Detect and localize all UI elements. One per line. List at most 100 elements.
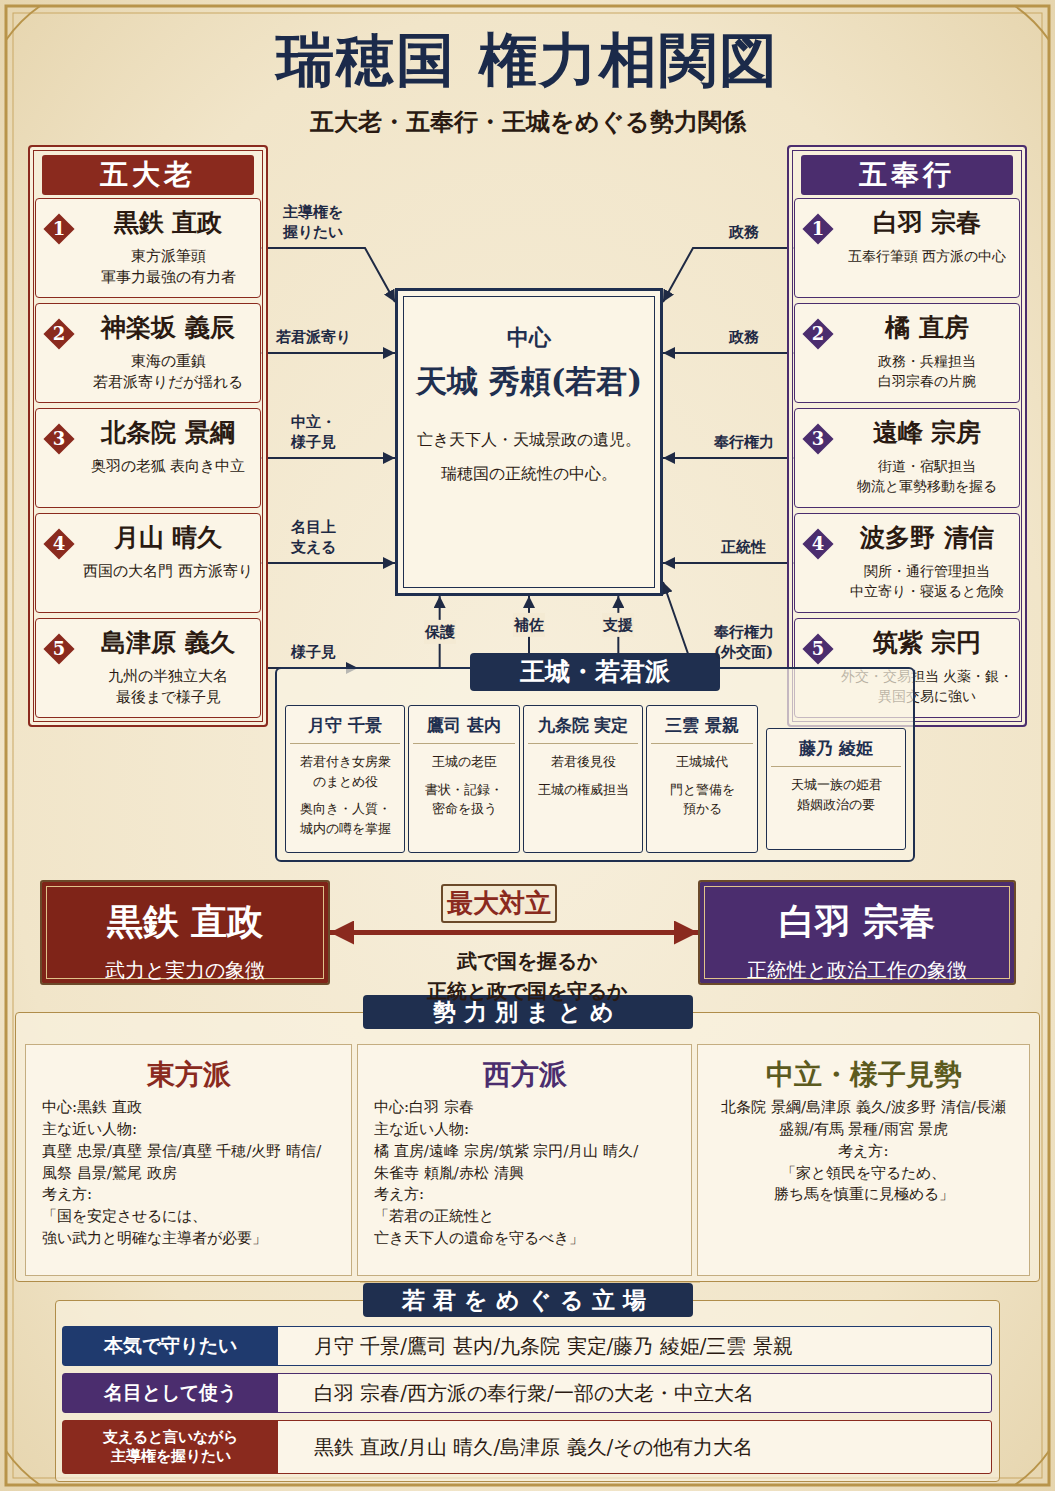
group-panel: 五奉行1白羽 宗春五奉行筆頭 西方派の中心2橘 直房政務・兵糧担当 白羽宗春の片… (787, 145, 1027, 727)
heading-text: 西方派 (374, 1057, 675, 1093)
edge-label: 奉行権力 (714, 432, 774, 452)
body-text: 王城の権威担当 (528, 780, 638, 800)
callout-number: 2 (804, 320, 832, 348)
callout-number: 3 (45, 425, 73, 453)
body-text: 波多野 清信 (839, 522, 1015, 555)
edge-label: 政務 (729, 222, 759, 242)
heading-text: 白羽 宗春 (710, 898, 1004, 947)
body-text: 橘 直房/遠峰 宗房/筑紫 宗円/月山 晴久/朱雀寺 頼胤/赤松 清興 (374, 1141, 675, 1185)
relation-arrow (261, 352, 395, 354)
relation-arrow (439, 596, 441, 667)
body-text: 街道・宿駅担当 物流と軍勢移動を握る (839, 456, 1015, 497)
body-text: 九州の半独立大名 最後まで様子見 (80, 666, 256, 708)
member-box: 1黒鉄 直政東方派筆頭 軍事力最強の有力者 (35, 198, 261, 298)
body-text: 島津原 義久 (80, 627, 256, 660)
page-title: 瑞穂国 権力相関図 (0, 22, 1055, 100)
body-text: 白羽 宗春 (839, 207, 1015, 240)
body-text: 五奉行筆頭 西方派の中心 (839, 246, 1015, 266)
heading-text: 若君をめぐる立場 (363, 1283, 693, 1317)
body-text: 「国を安定させるには、 強い武力と明確な主導者が必要」 (42, 1206, 335, 1250)
edge-label: 政務 (729, 327, 759, 347)
stance-row: 本気で守りたい月守 千景/鷹司 甚内/九条院 実定/藤乃 綾姫/三雲 景親 (62, 1326, 992, 1366)
heading-text: 東方派 (42, 1057, 335, 1093)
member-box: 藤乃 綾姫天城一族の姫君 婚姻政治の要 (766, 728, 906, 850)
inner-frame (13, 13, 1042, 1478)
faction-box: 西方派中心:白羽 宗春主な近い人物:橘 直房/遠峰 宗房/筑紫 宗円/月山 晴久… (357, 1044, 692, 1276)
member-box: 九条院 実定若君後見役王城の権威担当 (523, 705, 643, 853)
member-box: 月守 千景若君付き女房衆 のまとめ役奥向き・人質・ 城内の噂を掌握 (285, 705, 405, 853)
body-text: 若君後見役 (528, 752, 638, 772)
body-text: 政務・兵糧担当 白羽宗春の片腕 (839, 351, 1015, 392)
edge-label: 中立・ 様子見 (272, 412, 354, 453)
faction-box: 東方派中心:黒鉄 直政主な近い人物:真壁 忠景/真壁 景信/真壁 千穂/火野 晴… (25, 1044, 352, 1276)
body-text: 「家と領民を守るため、 勝ち馬を慎重に見極める」 (714, 1163, 1013, 1207)
body-text: 天城一族の姫君 婚姻政治の要 (771, 775, 901, 814)
body-text: 王城の老臣 (413, 752, 515, 772)
member-box: 2神楽坂 義辰東海の重鎮 若君派寄りだが揺れる (35, 303, 261, 403)
heading-text: 中心 (410, 323, 648, 353)
group-panel: 五大老1黒鉄 直政東方派筆頭 軍事力最強の有力者2神楽坂 義辰東海の重鎮 若君派… (28, 145, 268, 727)
body-text: 「若君の正統性と 亡き天下人の遺命を守るべき」 (374, 1206, 675, 1250)
body-text: 西国の大名門 西方派寄り (80, 561, 256, 582)
page-subtitle: 五大老・五奉行・王城をめぐる勢力関係 (0, 106, 1055, 138)
stance-row: 名目として使う白羽 宗春/西方派の奉行衆/一部の大老・中立大名 (62, 1373, 992, 1413)
rivalry-note: 武で国を握るか 正統と政で国を守るか (377, 946, 677, 1006)
body-text: 黒鉄 直政 (80, 207, 256, 240)
rivalry-arrow (330, 930, 698, 935)
member-box: 4月山 晴久西国の大名門 西方派寄り (35, 513, 261, 613)
relation-arrow (261, 562, 395, 564)
callout-number: 1 (45, 215, 73, 243)
rival-box: 黒鉄 直政武力と実力の象徴 (40, 880, 330, 985)
member-box: 5島津原 義久九州の半独立大名 最後まで様子見 (35, 618, 261, 718)
body-text: 神楽坂 義辰 (80, 312, 256, 345)
group-panel: 王城・若君派月守 千景若君付き女房衆 のまとめ役奥向き・人質・ 城内の噂を掌握鷹… (275, 667, 915, 862)
body-text: 遠峰 宗房 (839, 417, 1015, 450)
body-text: 奥羽の老狐 表向き中立 (80, 456, 256, 477)
summary-panel: 勢力別まとめ東方派中心:黒鉄 直政主な近い人物:真壁 忠景/真壁 景信/真壁 千… (15, 1012, 1040, 1282)
body-text: 真壁 忠景/真壁 景信/真壁 千穂/火野 晴信/風祭 昌景/鷲尾 政房 (42, 1141, 335, 1185)
body-text: 考え方: (42, 1184, 335, 1206)
outer-frame (6, 6, 1049, 1485)
body-text: 考え方: (714, 1141, 1013, 1163)
faction-box: 中立・様子見勢北条院 景綱/島津原 義久/波多野 清信/長瀬 盛親/有馬 景種/… (697, 1044, 1030, 1276)
edge-label: 補佐 (513, 612, 545, 636)
relation-arrow (663, 248, 794, 302)
body-text: 主な近い人物: (374, 1119, 675, 1141)
relation-arrow (261, 457, 395, 459)
callout-number: 5 (45, 635, 73, 663)
heading-text: 五大老 (42, 155, 254, 195)
relation-arrow (617, 596, 619, 653)
heading-text: 本気で守りたい (63, 1327, 278, 1365)
member-box: 1白羽 宗春五奉行筆頭 西方派の中心 (794, 198, 1020, 298)
edge-label: 主導権を 握りたい (272, 202, 354, 243)
stance-panel: 若君をめぐる立場本気で守りたい月守 千景/鷹司 甚内/九条院 実定/藤乃 綾姫/… (55, 1300, 1000, 1482)
member-box: 3遠峰 宗房街道・宿駅担当 物流と軍勢移動を握る (794, 408, 1020, 508)
body-text: 考え方: (374, 1184, 675, 1206)
member-box: 三雲 景親王城城代門と警備を 預かる (646, 705, 758, 853)
callout-number: 5 (804, 635, 832, 663)
heading-text: 鷹司 甚内 (413, 714, 515, 744)
heading-text: 月守 千景 (290, 714, 400, 744)
heading-text: 名目として使う (63, 1374, 278, 1412)
callout-number: 4 (45, 530, 73, 558)
body-text: 筑紫 宗円 (839, 627, 1015, 660)
arrow-label: 様子見 (291, 643, 336, 662)
member-box: 4波多野 清信関所・通行管理担当 中立寄り・寝返ると危険 (794, 513, 1020, 613)
heading-text: 王城・若君派 (470, 653, 720, 691)
body-text: 主な近い人物: (42, 1119, 335, 1141)
body-text: 中心:白羽 宗春 (374, 1097, 675, 1119)
body-text: 北条院 景綱 (80, 417, 256, 450)
body-text: 書状・記録・ 密命を扱う (413, 780, 515, 819)
relation-arrow (663, 457, 794, 459)
center-box: 中心天城 秀頼(若君)亡き天下人・天城景政の遺児。 瑞穂国の正統性の中心。 (395, 288, 663, 596)
heading-text: 黒鉄 直政 (52, 898, 318, 947)
rival-box: 白羽 宗春正統性と政治工作の象徴 (698, 880, 1016, 985)
callout-number: 2 (45, 320, 73, 348)
edge-label: 名目上 支える (272, 517, 354, 558)
edge-label: 若君派寄り (276, 327, 351, 347)
heading-text: 九条院 実定 (528, 714, 638, 744)
member-box: 3北条院 景綱奥羽の老狐 表向き中立 (35, 408, 261, 508)
body-text: 若君付き女房衆 のまとめ役 (290, 752, 400, 791)
body-text: 武力と実力の象徴 (52, 957, 318, 984)
